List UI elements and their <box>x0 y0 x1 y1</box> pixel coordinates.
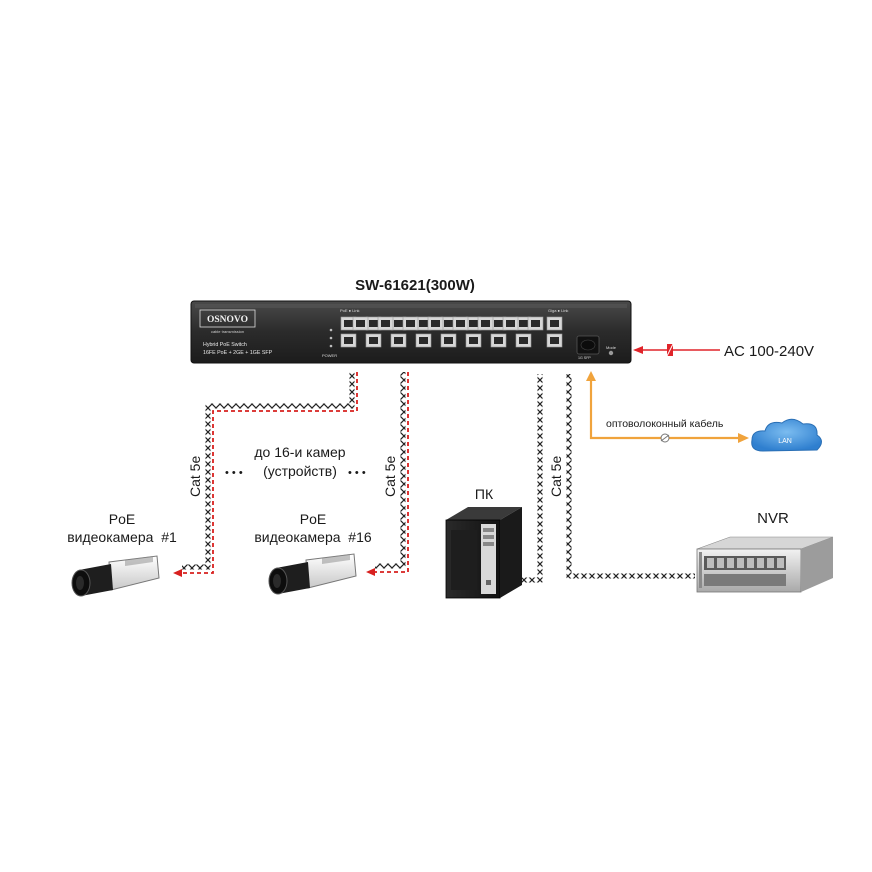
rj45-port-socket <box>531 320 540 327</box>
ethernet-ports <box>340 316 563 348</box>
switch-sfp-label: 1G SFP <box>578 356 591 360</box>
camera-icon <box>71 555 160 597</box>
switch-brand-tagline: cable transmission <box>211 329 244 334</box>
rj45-port-socket <box>444 337 453 344</box>
switch-power-label: POWER <box>322 353 337 358</box>
status-led <box>329 344 333 348</box>
cable-label-cam1: Cat 5e <box>187 456 203 497</box>
rj45-port-socket <box>394 337 403 344</box>
switch-mode-label: Mode <box>606 345 617 350</box>
status-led <box>329 328 333 332</box>
nvr-label: NVR <box>757 510 789 527</box>
nvr-rack-icon <box>696 536 834 593</box>
mode-button-icon <box>608 350 614 356</box>
cable-pc <box>522 374 543 583</box>
rj45-port-socket <box>344 337 353 344</box>
rj45-port-socket <box>519 320 528 327</box>
arrow-left-icon <box>633 346 643 354</box>
rj45-port-socket <box>519 337 528 344</box>
power-label: AC 100-240V <box>724 343 814 360</box>
camera1-label-line1: PoE <box>109 511 135 527</box>
switch-port-header-left: PoE ● Link <box>340 308 360 313</box>
rj45-port-socket <box>381 320 390 327</box>
arrow-right-icon <box>738 433 749 443</box>
rj45-port-socket <box>506 320 515 327</box>
poe-switch: OSNOVO cable transmission Hybrid PoE Swi… <box>190 300 632 364</box>
rj45-port-socket <box>431 320 440 327</box>
rj45-port-socket <box>406 320 415 327</box>
rj45-port-socket <box>481 320 490 327</box>
cameras-note-line2: (устройств) <box>263 463 337 479</box>
rj45-port-socket <box>550 320 559 327</box>
rj45-port-socket <box>419 337 428 344</box>
fiber-label: оптоволоконный кабель <box>606 418 724 430</box>
switch-panel-line2: 16FE PoE + 2GE + 1GE SFP <box>203 350 273 356</box>
camera16-label-line2: видеокамера #16 <box>254 529 372 545</box>
switch-panel-line1: Hybrid PoE Switch <box>203 342 247 348</box>
camera1-label-line2: видеокамера #1 <box>67 529 177 545</box>
fiber-link: оптоволоконный кабель <box>586 371 749 443</box>
rj45-port-socket <box>550 337 559 344</box>
switch-brand: OSNOVO <box>207 315 248 325</box>
cables <box>173 372 695 583</box>
rj45-port-socket <box>456 320 465 327</box>
cable-nvr <box>566 374 695 579</box>
rj45-port-socket <box>494 320 503 327</box>
ellipsis-left: • • • <box>225 467 243 479</box>
pc-tower-icon <box>445 507 522 599</box>
rj45-port-socket <box>369 320 378 327</box>
lan-cloud-icon: LAN <box>751 418 822 452</box>
cameras-note-line1: до 16-и камер <box>254 444 345 460</box>
rj45-port-socket <box>469 337 478 344</box>
poe-line-cam1 <box>180 372 358 574</box>
camera16-label-line1: PoE <box>300 511 326 527</box>
cable-label-pc: Cat 5e <box>548 456 564 497</box>
lan-label: LAN <box>778 438 792 445</box>
pc-label: ПК <box>475 486 494 502</box>
status-led <box>329 336 333 340</box>
rj45-port-socket <box>469 320 478 327</box>
cable-cam16 <box>375 372 406 569</box>
rj45-port-socket <box>394 320 403 327</box>
camera-icon <box>268 553 357 595</box>
rj45-port-socket <box>419 320 428 327</box>
cable-label-cam16: Cat 5e <box>382 456 398 497</box>
rj45-port-socket <box>369 337 378 344</box>
cable-cam1 <box>182 372 355 570</box>
rj45-port-socket <box>356 320 365 327</box>
power-input: AC 100-240V <box>633 343 814 360</box>
rj45-port-socket <box>494 337 503 344</box>
arrow-left-icon <box>366 568 375 576</box>
ellipsis-right: • • • <box>348 467 366 479</box>
switch-port-header-right: Giga ● Link <box>548 308 568 313</box>
arrow-up-icon <box>586 371 596 381</box>
switch-model-title: SW-61621(300W) <box>355 277 475 294</box>
poe-line-cam16 <box>373 372 409 573</box>
rj45-port-socket <box>444 320 453 327</box>
arrow-left-icon <box>173 569 182 577</box>
rj45-port-socket <box>344 320 353 327</box>
